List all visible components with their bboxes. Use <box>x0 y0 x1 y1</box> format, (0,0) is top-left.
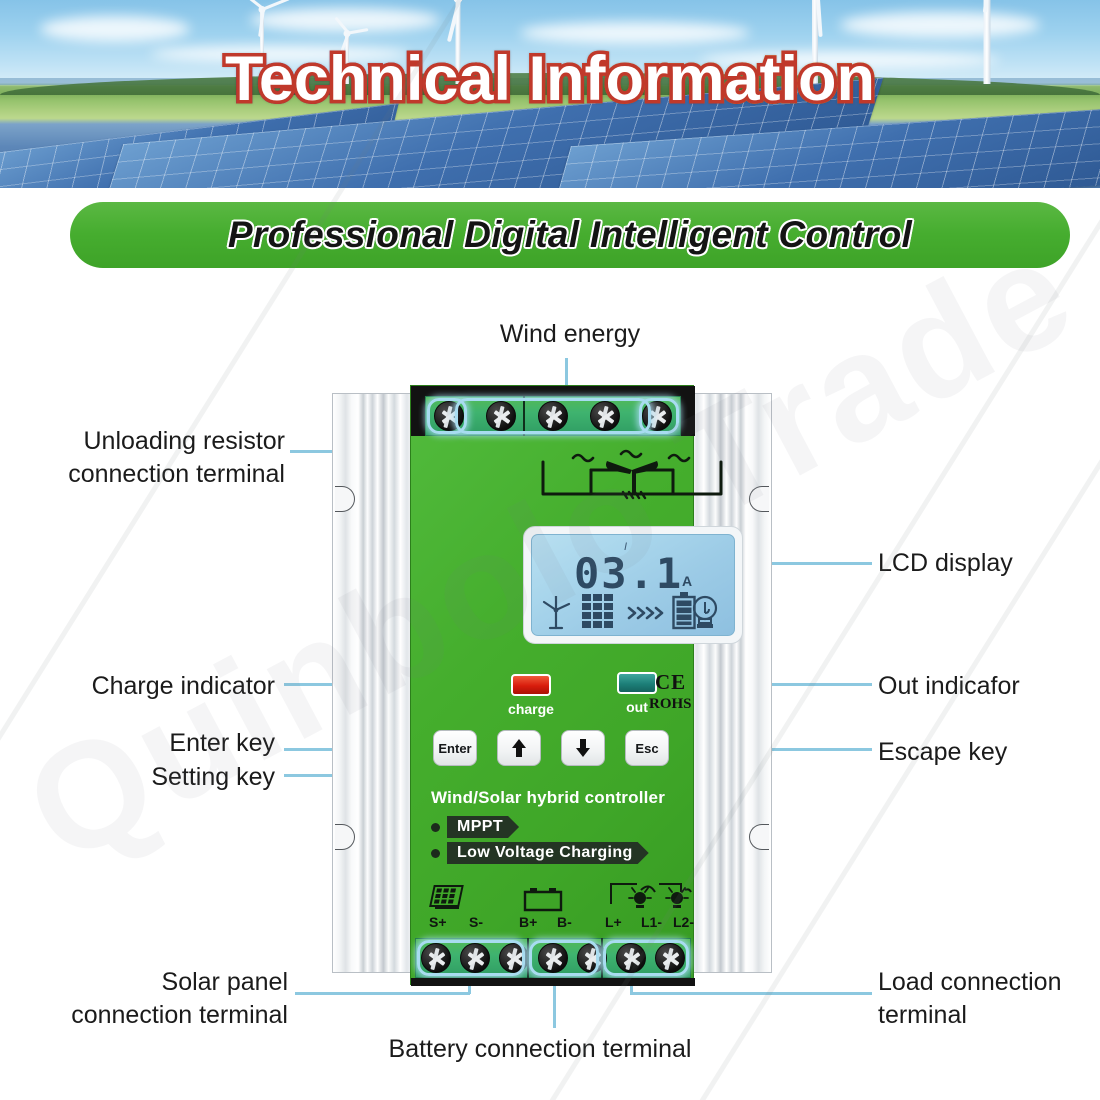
terminal-label-l1-minus: L1- <box>641 914 662 930</box>
callout-enter-key: Enter key <box>169 729 275 757</box>
screw-terminal[interactable] <box>499 943 529 973</box>
enter-key-button[interactable]: Enter <box>433 730 477 766</box>
lcd-wind-turbine-icon <box>542 596 571 630</box>
solar-charge-controller-device: I 03.1 A <box>332 385 772 995</box>
terminal-divider <box>601 938 603 978</box>
product-diagram: Wind energy Unloading resistor connectio… <box>0 280 1100 1100</box>
callout-load-terminal: Load connection terminal <box>878 968 1062 1029</box>
wind-turbine-icon <box>955 0 1019 84</box>
screw-terminal[interactable] <box>538 401 568 431</box>
callout-lcd-display: LCD display <box>878 549 1013 577</box>
heatsink-left <box>332 393 418 973</box>
screw-terminal[interactable] <box>616 943 646 973</box>
lcd-solar-panel-icon <box>582 594 613 628</box>
lcd-unit: A <box>682 573 693 589</box>
wind-turbine-icon <box>330 16 369 84</box>
top-terminal-block[interactable] <box>425 396 681 436</box>
subtitle-text: Professional Digital Intelligent Control <box>227 214 913 255</box>
arrow-up-icon <box>512 739 526 757</box>
three-phase-wind-turbine-icon <box>533 448 731 510</box>
terminal-label-s-minus: S- <box>469 914 483 930</box>
leader-line-lcd <box>680 562 872 565</box>
terminal-label-row: S+ S- B+ B- L+ L1- L2- <box>411 906 695 946</box>
lcd-value: 03.1 <box>574 549 684 598</box>
terminal-label-l-plus: L+ <box>605 914 622 930</box>
feature-low-voltage-charging: Low Voltage Charging <box>431 842 649 864</box>
callout-battery-terminal: Battery connection terminal <box>388 1035 692 1063</box>
screw-terminal[interactable] <box>486 401 516 431</box>
charge-indicator-led <box>511 674 551 696</box>
terminal-label-b-minus: B- <box>557 914 572 930</box>
down-key-button[interactable] <box>561 730 605 766</box>
callout-escape-key: Escape key <box>878 738 1008 766</box>
bullet-icon <box>431 822 440 832</box>
hero-banner: Technical Information Technical Informat… <box>0 0 1100 188</box>
load-lamp-terminal-icon <box>610 883 692 908</box>
feature-tag-label: Low Voltage Charging <box>447 842 649 864</box>
callout-charge-indicator: Charge indicator <box>91 672 275 700</box>
mounting-hole <box>749 486 769 512</box>
bottom-terminal-block[interactable] <box>415 938 691 978</box>
callout-unloading-resistor: Unloading resistor connection terminal <box>68 427 285 488</box>
battery-terminal-icon <box>523 888 563 912</box>
lcd-current-label: I <box>624 541 628 553</box>
leader-line-solar-terminal <box>295 992 470 995</box>
screw-terminal[interactable] <box>434 401 464 431</box>
out-led-label: out <box>626 699 648 715</box>
cloud-decoration <box>40 16 190 42</box>
screw-terminal[interactable] <box>460 943 490 973</box>
wind-turbine-icon <box>770 0 860 84</box>
screw-terminal[interactable] <box>538 943 568 973</box>
mounting-hole <box>749 824 769 850</box>
solar-panel-terminal-icon <box>429 885 464 909</box>
screw-terminal[interactable] <box>655 943 685 973</box>
wind-turbine-icon <box>418 0 498 84</box>
terminal-label-b-plus: B+ <box>519 914 538 930</box>
callout-solar-panel-terminal: Solar panel connection terminal <box>71 968 288 1029</box>
screw-terminal[interactable] <box>590 401 620 431</box>
callout-out-indicator: Out indicafor <box>878 672 1020 700</box>
subtitle-banner: Professional Digital Intelligent Control <box>70 202 1070 268</box>
product-name-label: Wind/Solar hybrid controller <box>431 788 666 807</box>
wind-turbine-icon <box>240 0 291 84</box>
screw-terminal[interactable] <box>642 401 672 431</box>
page-title-fill: Technical Information <box>225 44 875 114</box>
screw-terminal[interactable] <box>421 943 451 973</box>
terminal-label-l2-minus: L2- <box>673 914 694 930</box>
terminal-divider <box>527 938 529 978</box>
rohs-mark: ROHS <box>649 696 692 712</box>
charge-led-label: charge <box>508 701 554 717</box>
feature-tag-label: MPPT <box>447 816 519 838</box>
top-bezel <box>411 386 695 396</box>
terminal-divider <box>523 396 525 436</box>
mounting-hole <box>335 824 355 850</box>
feature-mppt: MPPT <box>431 816 519 838</box>
bullet-icon <box>431 848 440 858</box>
page-title: Technical Information Technical Informat… <box>0 44 1100 114</box>
cloud-decoration <box>520 22 750 44</box>
leader-line-load-terminal <box>630 992 872 995</box>
controller-faceplate: I 03.1 A <box>410 385 743 986</box>
bottom-bezel <box>411 978 695 986</box>
lcd-lamp-icon <box>692 595 718 628</box>
callout-setting-key: Setting key <box>151 763 275 791</box>
cloud-decoration <box>840 12 1040 38</box>
ce-mark-icon: CE <box>655 670 687 694</box>
top-bezel-side <box>681 396 695 436</box>
out-indicator-led <box>617 672 657 694</box>
callout-wind-energy: Wind energy <box>499 320 641 348</box>
page-title-stroke: Technical Information <box>222 44 879 114</box>
lcd-display: I 03.1 A <box>523 526 743 644</box>
mounting-hole <box>335 486 355 512</box>
up-key-button[interactable] <box>497 730 541 766</box>
top-bezel-side <box>411 396 425 436</box>
lcd-screen: I 03.1 A <box>531 534 735 636</box>
lcd-flow-arrows-icon <box>627 606 664 620</box>
arrow-down-icon <box>576 739 590 757</box>
terminal-label-s-plus: S+ <box>429 914 447 930</box>
cloud-decoration <box>700 52 1000 68</box>
escape-key-button[interactable]: Esc <box>625 730 669 766</box>
